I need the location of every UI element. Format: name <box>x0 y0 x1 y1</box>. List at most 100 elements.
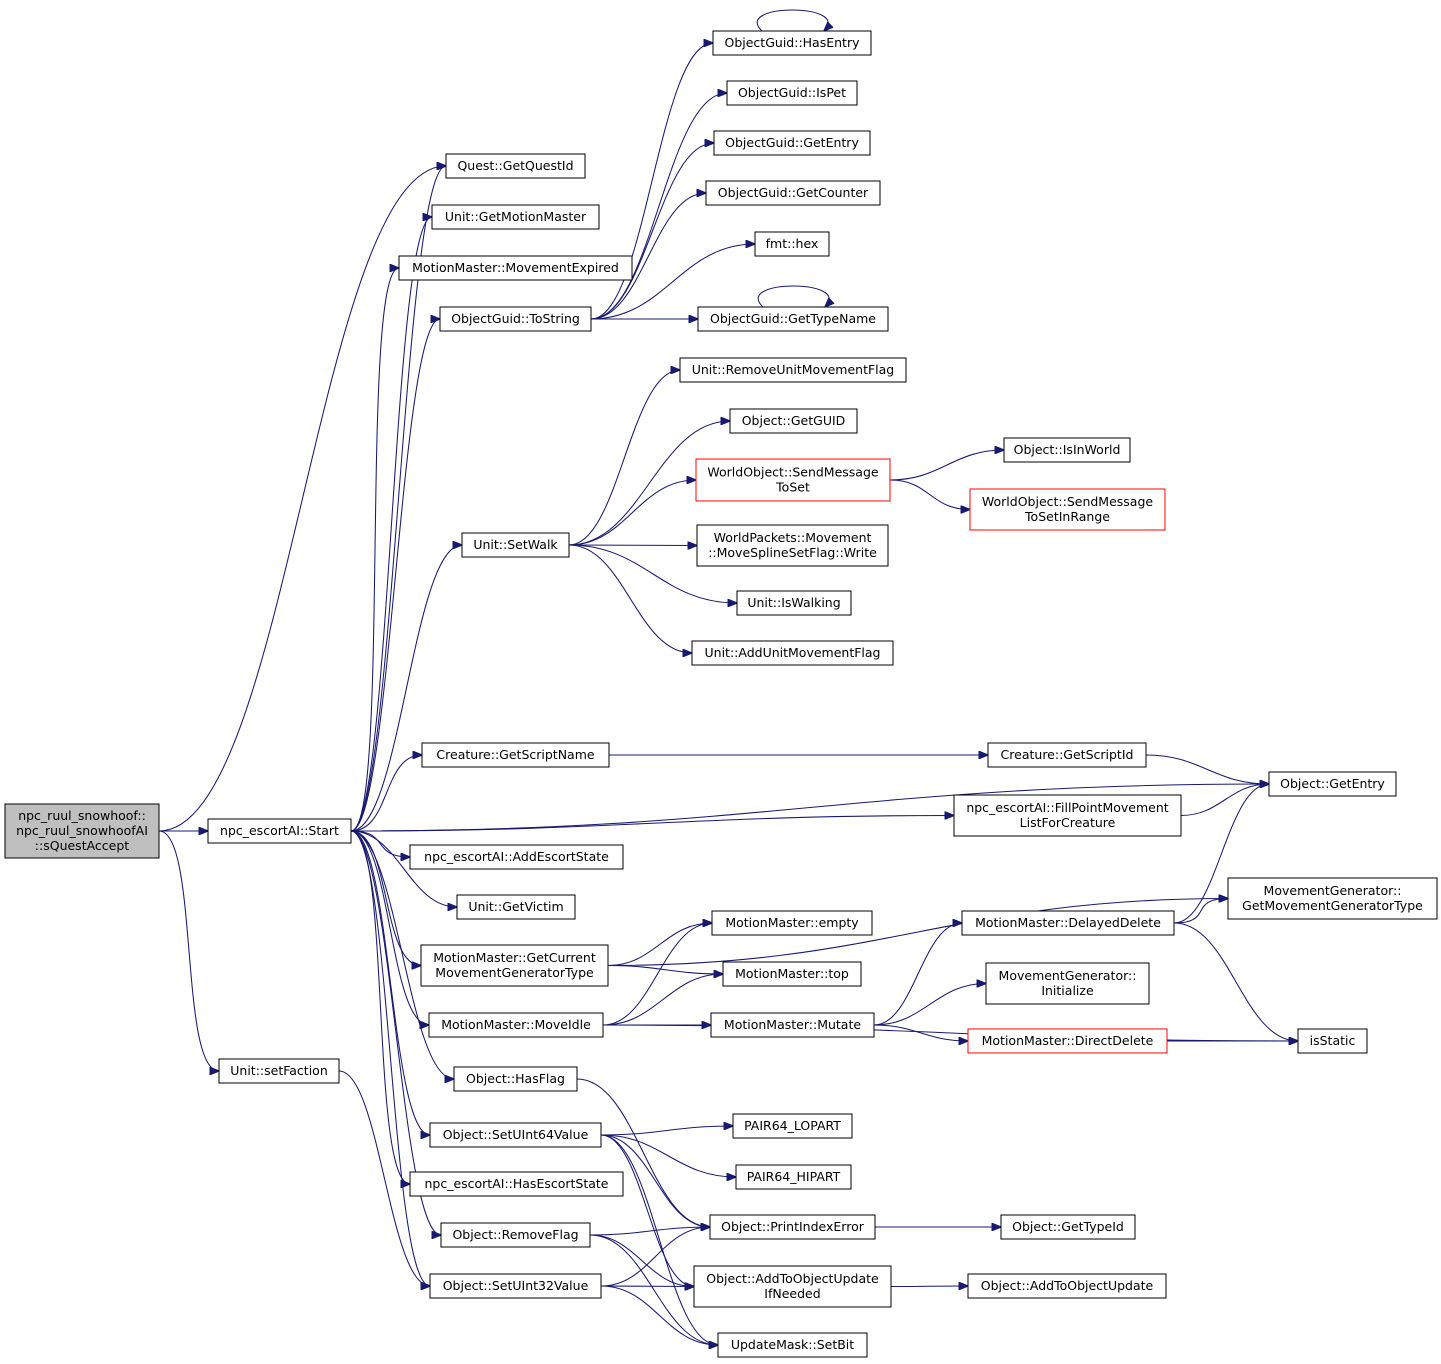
node-directdelete[interactable]: MotionMaster::DirectDelete <box>967 1028 1168 1054</box>
node-label: MotionMaster::top <box>735 966 849 981</box>
node-hex[interactable]: fmt::hex <box>754 231 830 257</box>
node-mmtop[interactable]: MotionMaster::top <box>722 961 862 987</box>
node-label: Unit::GetVictim <box>468 899 563 914</box>
node-box <box>722 961 862 987</box>
node-setuint32[interactable]: Object::SetUInt32Value <box>429 1273 602 1299</box>
node-box <box>953 794 1182 837</box>
node-mmempty[interactable]: MotionMaster::empty <box>711 910 873 936</box>
node-getscriptid[interactable]: Creature::GetScriptId <box>987 742 1147 768</box>
node-start[interactable]: npc_escortAI::Start <box>207 818 352 844</box>
node-pair64hi[interactable]: PAIR64_HIPART <box>735 1164 852 1190</box>
node-guidgetentry[interactable]: ObjectGuid::GetEntry <box>713 130 871 156</box>
node-label: Unit::RemoveUnitMovementFlag <box>692 362 895 377</box>
node-label: ToSet <box>775 480 810 495</box>
node-label: MovementGenerator:: <box>999 968 1137 983</box>
edge-removeflag-to-setbit <box>589 1234 718 1345</box>
node-ispet[interactable]: ObjectGuid::IsPet <box>726 80 858 106</box>
node-movementexpired[interactable]: MotionMaster::MovementExpired <box>398 255 633 281</box>
edge-getscriptid-to-objgetentry <box>1145 754 1269 784</box>
node-getscriptname[interactable]: Creature::GetScriptName <box>421 742 610 768</box>
edge-start-to-tostring <box>350 319 440 832</box>
node-mutate[interactable]: MotionMaster::Mutate <box>710 1012 875 1038</box>
node-box <box>4 803 160 859</box>
node-removeunitmovementflag[interactable]: Unit::RemoveUnitMovementFlag <box>679 357 907 383</box>
node-box <box>1000 1214 1136 1240</box>
node-label: IfNeeded <box>764 1286 820 1301</box>
node-getcurrentmgt[interactable]: MotionMaster::GetCurrentMovementGenerato… <box>420 944 609 987</box>
node-movesplinesetflag[interactable]: WorldPackets::Movement::MoveSplineSetFla… <box>696 524 889 567</box>
edge-hasentry-to-hasentry <box>756 9 828 31</box>
node-isinworld[interactable]: Object::IsInWorld <box>1003 437 1131 463</box>
edge-delayeddelete-to-getmovgentype <box>1173 899 1228 924</box>
node-addunitmovementflag[interactable]: Unit::AddUnitMovementFlag <box>691 640 894 666</box>
edge-start-to-getcurrentmgt <box>350 830 421 966</box>
node-label: fmt::hex <box>766 236 819 251</box>
node-box <box>218 1058 340 1084</box>
node-box <box>717 1332 868 1358</box>
node-hasentry[interactable]: ObjectGuid::HasEntry <box>712 30 872 56</box>
node-addescortstate[interactable]: npc_escortAI::AddEscortState <box>409 844 624 870</box>
node-getguid[interactable]: Object::GetGUID <box>729 408 858 434</box>
edge-setuint32-to-addtoobjupdifneeded <box>600 1286 694 1287</box>
node-gettypename[interactable]: ObjectGuid::GetTypeName <box>697 306 889 332</box>
node-label: Unit::SetWalk <box>473 537 558 552</box>
node-box <box>1003 437 1131 463</box>
node-printindexerror[interactable]: Object::PrintIndexError <box>709 1214 876 1240</box>
node-getvictim[interactable]: Unit::GetVictim <box>456 894 576 920</box>
node-setuint64[interactable]: Object::SetUInt64Value <box>429 1122 602 1148</box>
node-setbit[interactable]: UpdateMask::SetBit <box>717 1332 868 1358</box>
node-label: ObjectGuid::IsPet <box>738 85 846 100</box>
node-label: isStatic <box>1310 1033 1356 1048</box>
edge-setuint32-to-setbit <box>600 1285 718 1345</box>
node-getmotionmaster[interactable]: Unit::GetMotionMaster <box>431 204 600 230</box>
node-label: MotionMaster::MovementExpired <box>412 260 619 275</box>
edge-root-to-getquestid <box>158 166 446 832</box>
node-iswalking[interactable]: Unit::IsWalking <box>736 590 852 616</box>
node-box <box>429 1122 602 1148</box>
node-box <box>735 1164 852 1190</box>
node-fillpointmovement[interactable]: npc_escortAI::FillPointMovementListForCr… <box>953 794 1182 837</box>
node-gettypeid[interactable]: Object::GetTypeId <box>1000 1214 1136 1240</box>
edge-delayeddelete-to-isstatic <box>1173 922 1298 1041</box>
edge-getcurrentmgt-to-getmovgentype <box>607 899 1228 967</box>
node-hasescortstate[interactable]: npc_escortAI::HasEscortState <box>409 1171 624 1197</box>
edge-tostring-to-hex <box>590 244 755 320</box>
node-label: Quest::GetQuestId <box>457 158 573 173</box>
node-label: Object::HasFlag <box>466 1071 565 1086</box>
node-addtoobjupd[interactable]: Object::AddToObjectUpdate <box>967 1273 1167 1299</box>
node-box <box>440 1222 591 1248</box>
node-mginitialize[interactable]: MovementGenerator::Initialize <box>985 962 1150 1005</box>
node-box <box>710 1012 875 1038</box>
node-moveidle[interactable]: MotionMaster::MoveIdle <box>428 1012 604 1038</box>
node-box <box>732 1113 853 1139</box>
node-getquestid[interactable]: Quest::GetQuestId <box>445 153 586 179</box>
node-label: MotionMaster::empty <box>725 915 859 930</box>
node-objgetentry[interactable]: Object::GetEntry <box>1268 771 1397 797</box>
node-label: MotionMaster::GetCurrent <box>433 950 596 965</box>
node-setwalk[interactable]: Unit::SetWalk <box>461 532 570 558</box>
node-getcounter[interactable]: ObjectGuid::GetCounter <box>705 180 881 206</box>
node-getmovgentype[interactable]: MovementGenerator::GetMovementGeneratorT… <box>1227 877 1438 920</box>
node-label: ::sQuestAccept <box>35 838 130 853</box>
edge-setuint64-to-setbit <box>600 1134 718 1345</box>
node-setfaction[interactable]: Unit::setFaction <box>218 1058 340 1084</box>
node-isstatic[interactable]: isStatic <box>1297 1028 1368 1054</box>
edge-tostring-to-hasentry <box>590 43 713 320</box>
node-pair64lo[interactable]: PAIR64_LOPART <box>732 1113 853 1139</box>
node-hasflag[interactable]: Object::HasFlag <box>453 1066 578 1092</box>
node-label: Object::RemoveFlag <box>452 1227 578 1242</box>
node-label: Unit::AddUnitMovementFlag <box>705 645 881 660</box>
edge-start-to-fillpointmovement <box>350 816 954 832</box>
edge-mutate-to-directdelete <box>873 1024 968 1041</box>
node-box <box>711 910 873 936</box>
node-box <box>967 1273 1167 1299</box>
node-removeflag[interactable]: Object::RemoveFlag <box>440 1222 591 1248</box>
node-tostring[interactable]: ObjectGuid::ToString <box>439 306 592 332</box>
node-box <box>695 458 891 502</box>
node-delayeddelete[interactable]: MotionMaster::DelayedDelete <box>961 910 1175 936</box>
node-root: npc_ruul_snowhoof::npc_ruul_snowhoofAI::… <box>4 803 160 859</box>
edge-setfaction-to-setuint32 <box>338 1070 430 1286</box>
